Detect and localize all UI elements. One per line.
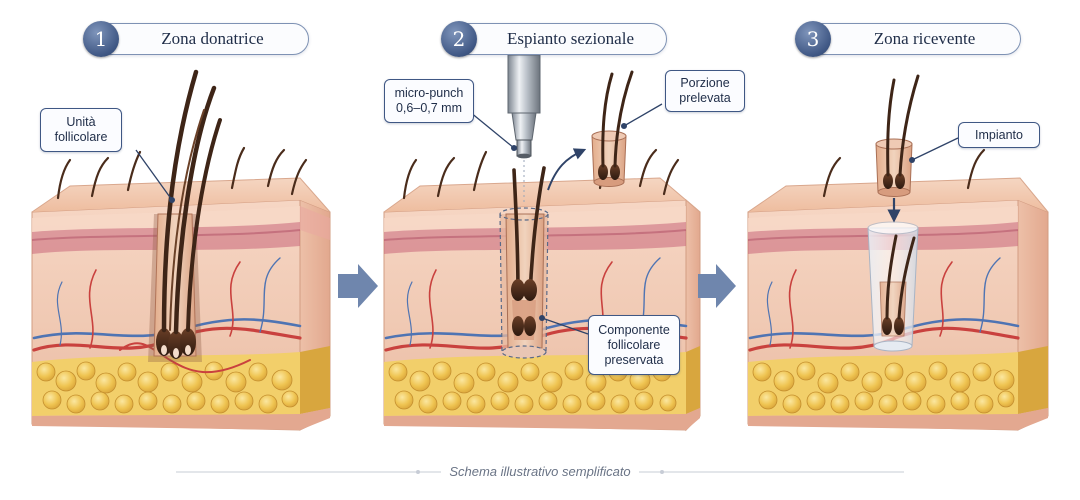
callout-text: Impianto — [975, 127, 1023, 142]
step-header-3: 3 Zona ricevente — [795, 21, 1021, 57]
callout-extracted-portion: Porzione prelevata — [665, 70, 745, 112]
callout-implant: Impianto — [958, 122, 1040, 148]
step-number-badge: 1 — [83, 21, 119, 57]
callout-text: Componente follicolare preservata — [598, 322, 670, 367]
figure-caption: Schema illustrativo semplificato — [0, 464, 1080, 479]
graft-to-implant — [875, 74, 920, 197]
callout-micro-punch: micro-punch 0,6–0,7 mm — [384, 79, 474, 123]
process-arrow-1 — [338, 264, 378, 308]
callout-text: Unità follicolare — [54, 115, 108, 144]
step-header-2: 2 Espianto sezionale — [441, 21, 667, 57]
callout-follicular-unit: Unità follicolare — [40, 108, 122, 152]
step-number-badge: 3 — [795, 21, 831, 57]
callout-preserved-component: Componente follicolare preservata — [588, 315, 680, 375]
step-title: Zona ricevente — [873, 29, 976, 48]
callout-text: micro-punch 0,6–0,7 mm — [394, 86, 464, 115]
skin-block-recipient — [747, 74, 1049, 431]
extracted-graft — [591, 70, 634, 187]
skin-block-excision — [383, 54, 701, 432]
skin-block-donor — [31, 69, 331, 431]
step-header-1: 1 Zona donatrice — [83, 21, 309, 57]
step-number-badge: 2 — [441, 21, 477, 57]
callout-text: Porzione prelevata — [679, 76, 731, 105]
step-title: Zona donatrice — [161, 29, 264, 48]
process-arrow-2 — [698, 264, 736, 308]
micro-punch-tool — [507, 54, 541, 205]
step-title: Espianto sezionale — [507, 29, 634, 48]
caption-text: Schema illustrativo semplificato — [441, 464, 639, 479]
